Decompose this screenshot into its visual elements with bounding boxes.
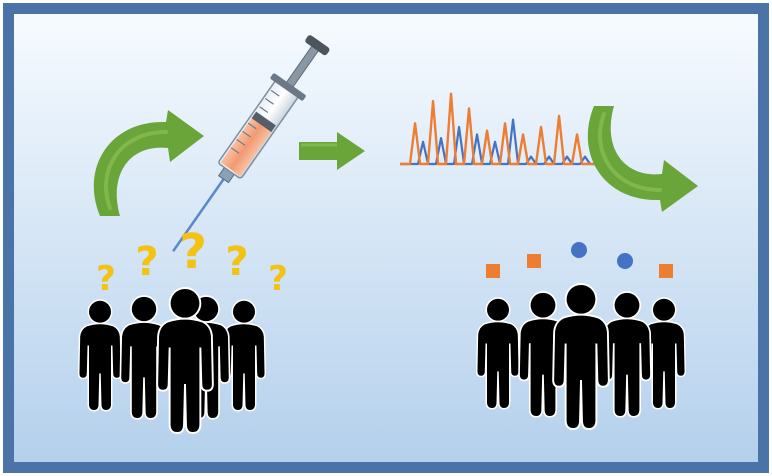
frame-background bbox=[14, 14, 758, 462]
marker-circle bbox=[617, 253, 633, 269]
svg-text:?: ? bbox=[179, 224, 207, 280]
marker-square bbox=[486, 264, 500, 278]
question-mark-icon: ? ? ? ? ? bbox=[96, 224, 288, 299]
svg-text:?: ? bbox=[225, 239, 248, 285]
chromatogram-trace-blue bbox=[400, 118, 604, 166]
svg-text:?: ? bbox=[268, 259, 288, 299]
arrow-right-icon bbox=[299, 132, 365, 170]
svg-text:?: ? bbox=[135, 239, 158, 285]
marker-circle bbox=[571, 242, 587, 258]
marker-square bbox=[527, 254, 541, 268]
chromatogram-trace-orange bbox=[400, 92, 604, 166]
marker-square bbox=[659, 264, 673, 278]
syringe-icon bbox=[172, 35, 330, 252]
svg-text:?: ? bbox=[96, 259, 116, 299]
biomarker-icon bbox=[486, 242, 673, 278]
people-group-icon bbox=[78, 289, 266, 432]
chromatogram-icon bbox=[400, 92, 604, 166]
people-group-icon bbox=[476, 285, 686, 428]
